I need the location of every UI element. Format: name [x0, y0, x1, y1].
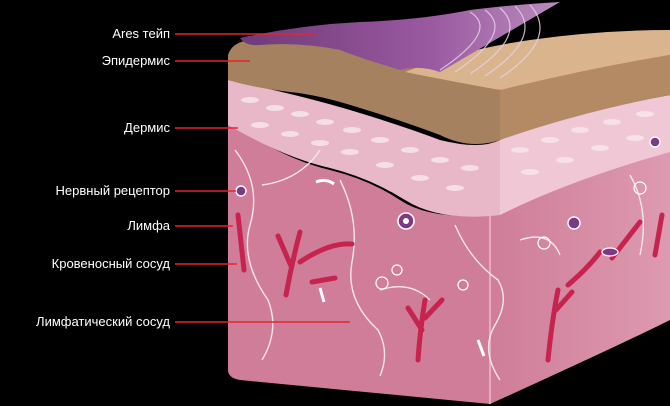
label-dermis: Дермис: [124, 120, 170, 136]
label-nerve-receptor: Нервный рецептор: [56, 183, 170, 199]
label-blood-vessel: Кровеносный сосуд: [52, 256, 170, 272]
label-lymph-vessel: Лимфатический сосуд: [36, 314, 170, 330]
label-epidermis: Эпидермис: [102, 53, 170, 69]
label-lymph: Лимфа: [127, 218, 170, 234]
label-ares-tape: Ares тейп: [112, 26, 170, 42]
